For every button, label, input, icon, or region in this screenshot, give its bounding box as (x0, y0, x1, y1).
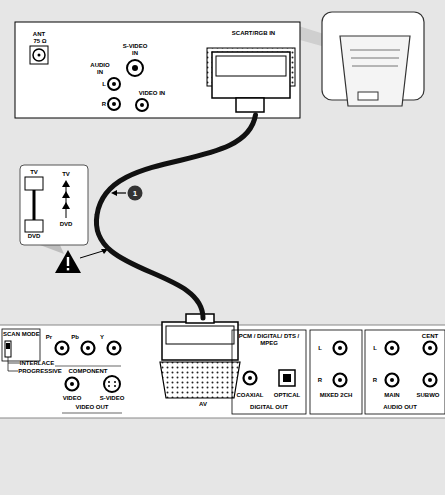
scart-socket: SCART/RGB IN (203, 30, 304, 115)
channel-label: L (373, 345, 377, 352)
channel-label: L (318, 345, 322, 352)
port-label: 75 Ω (33, 38, 46, 45)
channel-label: R (102, 101, 106, 108)
port-label: VIDEO IN (139, 90, 165, 97)
jack-label: CENT (422, 333, 438, 340)
jack-label: COAXIAL (237, 392, 264, 399)
group-label: VIDEO OUT (75, 404, 108, 411)
group-label: DIGITAL OUT (250, 404, 288, 411)
channel-label: R (318, 377, 322, 384)
jack-label: SUBWO (417, 392, 440, 399)
jack-label: Pr (46, 334, 52, 341)
jack-label: Y (100, 334, 104, 341)
switch-option: PROGRESSIVE (18, 368, 62, 375)
jack-label: MAIN (384, 392, 399, 399)
group-label: COMPONENT (69, 368, 108, 375)
jack-label: S-VIDEO (100, 395, 125, 402)
plug-label: TV (30, 169, 38, 176)
socket-label: SCART/RGB IN (203, 30, 304, 37)
jack-label: Pb (71, 334, 79, 341)
jack-label: VIDEO (63, 395, 82, 402)
plug-label: DVD (28, 233, 41, 240)
group-label: AUDIO OUT (383, 404, 417, 411)
switch-label: SCAN MODE (3, 331, 40, 338)
port-label: ANT (33, 31, 45, 38)
switch-option: INTERLACE (20, 360, 54, 367)
format-label: PCM / DIGITAL/ DTS / MPEG (233, 333, 305, 347)
port-label: S-VIDEO IN (120, 43, 150, 57)
socket-label: AV (155, 401, 251, 408)
callout-number: 1 (133, 190, 137, 198)
jack-label: OPTICAL (274, 392, 300, 399)
scart-socket: AV (155, 318, 251, 410)
jack-label: MIXED 2CH (320, 392, 353, 399)
channel-label: L (102, 81, 106, 88)
direction-label: TV (62, 171, 70, 178)
port-label: AUDIO IN (87, 62, 113, 76)
direction-label: DVD (60, 221, 73, 228)
channel-label: R (373, 377, 377, 384)
scart-cable (96, 115, 255, 318)
